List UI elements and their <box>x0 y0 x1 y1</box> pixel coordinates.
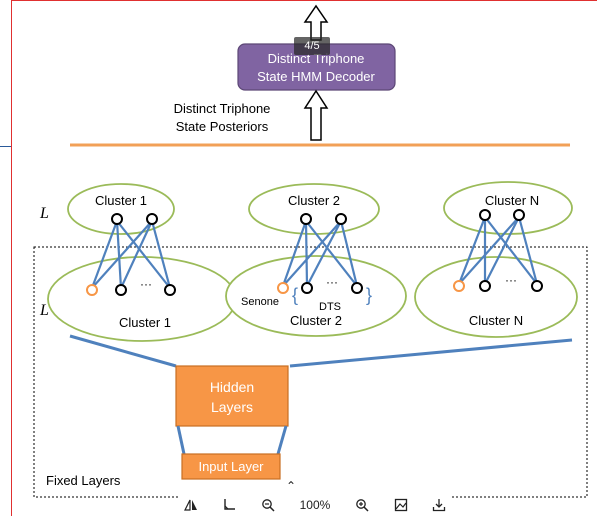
fan-line-left <box>69 334 177 368</box>
output-arrow-icon <box>303 4 329 41</box>
input-link-left <box>176 425 186 455</box>
senone-label: Senone <box>241 296 279 308</box>
left-edge-marker <box>0 146 11 147</box>
decoder-label-line1: Distinct Triphone <box>268 51 365 66</box>
dts-label: DTS <box>319 301 341 313</box>
viewer-toolbar: 100% <box>180 494 450 516</box>
top-cluster-n-label: Cluster N <box>485 193 539 208</box>
layer-label-l: L <box>39 205 49 222</box>
top-cluster-1-label: Cluster 1 <box>95 193 147 208</box>
bottom-cluster-nodes <box>115 280 543 296</box>
top-cluster-2-ellipse <box>248 183 380 235</box>
cluster-1-ellipsis: ··· <box>140 277 152 291</box>
dts-right-brace: } <box>366 285 372 305</box>
flip-icon[interactable] <box>180 494 202 516</box>
bottom-cluster-2-label: Cluster 2 <box>290 313 342 328</box>
collapse-toolbar-button[interactable]: ⌃ <box>285 479 297 493</box>
cluster-2-ellipsis: ··· <box>326 275 338 289</box>
zoom-level: 100% <box>299 498 331 512</box>
input-link-right <box>276 425 288 455</box>
bottom-cluster-n-label: Cluster N <box>469 313 523 328</box>
senone-nodes <box>86 280 465 296</box>
input-layer-label: Input Layer <box>198 459 264 474</box>
cluster-n-ellipsis: ··· <box>505 273 517 287</box>
zoom-out-icon[interactable] <box>257 494 279 516</box>
download-icon[interactable] <box>428 494 450 516</box>
hidden-layers-label-line2: Layers <box>211 399 253 415</box>
viewer-frame-left-border <box>11 0 12 516</box>
posteriors-label-line1: Distinct Triphone <box>174 101 271 116</box>
viewer-frame-top-border <box>11 0 597 1</box>
page-indicator: 4/5 <box>294 37 330 55</box>
top-cluster-nodes <box>111 209 525 225</box>
top-cluster-2-label: Cluster 2 <box>288 193 340 208</box>
posteriors-arrow-icon <box>303 89 329 141</box>
fixed-layers-box <box>33 246 588 498</box>
top-cluster-n-ellipse <box>443 181 573 235</box>
bottom-cluster-n-ellipse <box>414 256 578 338</box>
hidden-layers-label-line1: Hidden <box>210 379 254 395</box>
dts-left-brace: { <box>292 285 298 305</box>
bottom-cluster-1-label: Cluster 1 <box>119 315 171 330</box>
hidden-layers-box <box>175 365 289 427</box>
bottom-cluster-2-ellipse <box>225 255 407 337</box>
decoder-label-line2: State HMM Decoder <box>257 69 375 84</box>
posteriors-label-line2: State Posteriors <box>176 119 269 134</box>
input-layer-box <box>181 453 281 480</box>
cluster-connections <box>90 216 539 289</box>
zoom-in-icon[interactable] <box>351 494 373 516</box>
fixed-layers-label: Fixed Layers <box>46 473 121 488</box>
crop-icon[interactable] <box>218 494 240 516</box>
fan-line-right <box>289 338 573 368</box>
image-icon[interactable] <box>390 494 412 516</box>
